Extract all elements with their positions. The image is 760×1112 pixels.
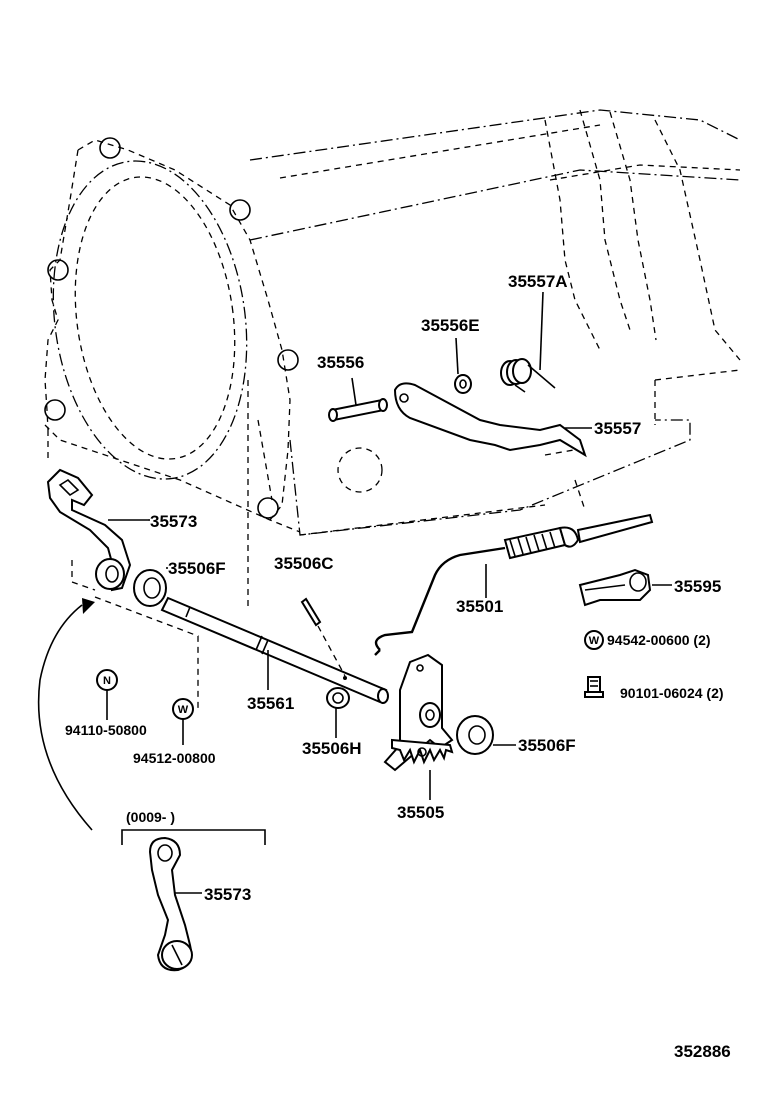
washer-marker-94542: W	[589, 635, 600, 647]
shaft-35561	[160, 596, 389, 704]
label-90101-06024: 90101-06024 (2)	[620, 685, 724, 701]
label-35556E: 35556E	[421, 316, 480, 335]
label-35506C: 35506C	[274, 554, 334, 573]
label-35505: 35505	[397, 803, 444, 822]
date-range-bracket	[121, 829, 266, 845]
label-35595: 35595	[674, 577, 721, 596]
cable-35501	[374, 513, 654, 656]
seal-35506F-right	[456, 715, 516, 755]
washer-marker-94512: W	[178, 704, 189, 716]
washer-icon: W	[584, 630, 604, 650]
label-94110-50800: 94110-50800	[65, 722, 147, 738]
label-35561: 35561	[247, 694, 294, 713]
label-35573-top: 35573	[150, 512, 197, 531]
label-94542-00600: 94542-00600 (2)	[607, 632, 711, 648]
nut-marker: N	[103, 675, 111, 687]
label-35557: 35557	[594, 419, 641, 438]
label-94512-00800: 94512-00800	[133, 750, 216, 766]
clip-35595	[578, 568, 672, 607]
seal-35506F-left	[133, 567, 168, 607]
collar-35506H	[326, 687, 350, 738]
lever-35573-top	[46, 468, 148, 592]
label-35506F-right: 35506F	[518, 736, 576, 755]
washer-icon-left: W	[172, 698, 194, 745]
bolt-icon	[584, 676, 604, 698]
label-35573-bottom: 35573	[204, 885, 251, 904]
lever-35557	[393, 382, 592, 458]
label-date-range: (0009- )	[126, 809, 175, 825]
nut-icon: N	[96, 669, 118, 720]
label-35506F-left: 35506F	[168, 559, 226, 578]
label-35557A: 35557A	[508, 272, 568, 291]
figure-number: 352886	[674, 1042, 731, 1061]
label-35501: 35501	[456, 597, 503, 616]
label-35506H: 35506H	[302, 739, 362, 758]
pin-35506C	[300, 597, 346, 677]
ring-35556E	[454, 337, 472, 394]
transmission-housing	[44, 109, 741, 610]
sector-plate-35505	[383, 653, 454, 800]
label-35556: 35556	[317, 353, 364, 372]
spring-35557A	[500, 291, 556, 393]
replacement-arrow	[37, 598, 95, 831]
lever-35573-bottom	[148, 836, 202, 972]
pin-35556	[328, 377, 388, 422]
